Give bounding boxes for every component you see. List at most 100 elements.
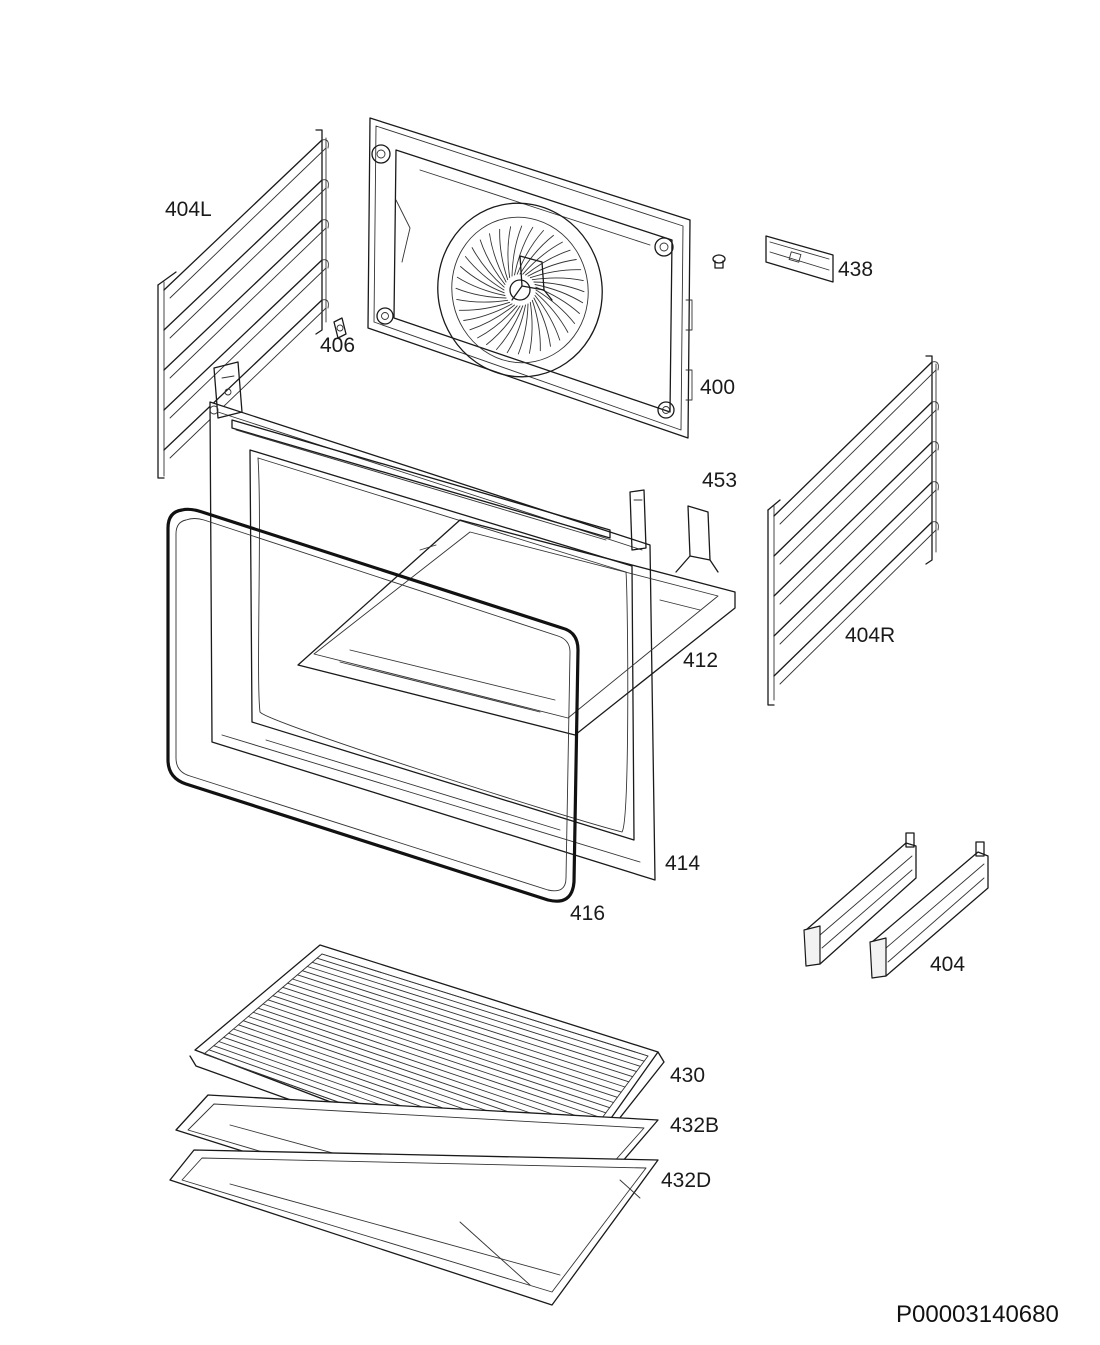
part-412-inner-frame (297, 255, 736, 736)
line-art (469, 304, 515, 331)
line-art (321, 953, 649, 1057)
label-438: 438 (838, 258, 873, 281)
line-art (499, 228, 509, 281)
line-art (463, 303, 513, 321)
line-art (163, 299, 323, 451)
line-art (316, 957, 645, 1062)
line-art (773, 401, 933, 557)
line-art (321, 179, 329, 189)
line-art (529, 269, 582, 279)
line-art (163, 219, 323, 371)
line-art (773, 521, 933, 677)
line-art (458, 301, 511, 311)
line-art (525, 249, 571, 276)
line-art (931, 441, 939, 451)
line-art (257, 1007, 599, 1124)
line-art (519, 234, 554, 275)
label-453: 453 (702, 469, 737, 492)
line-art (773, 361, 933, 517)
part-404R-right-shelf-support (767, 355, 939, 706)
line-art (169, 227, 327, 379)
line-art (321, 299, 329, 309)
line-art (311, 961, 641, 1067)
line-art (534, 295, 561, 341)
line-art (522, 241, 563, 275)
line-art (533, 297, 551, 347)
part-400-rear-panel (367, 117, 693, 439)
line-art (931, 401, 939, 411)
line-art (460, 266, 505, 294)
line-art (455, 287, 507, 299)
line-art (779, 529, 937, 685)
label-432D: 432D (661, 1169, 711, 1192)
line-art (506, 304, 526, 354)
line-art (511, 225, 523, 277)
line-art (535, 289, 576, 324)
part-432D-deep-tray (169, 1149, 659, 1306)
line-art (516, 230, 544, 275)
line-art (282, 986, 618, 1098)
part-438-bracket (765, 235, 834, 283)
line-art (321, 139, 329, 149)
line-art (486, 305, 521, 346)
part-404L-left-shelf-support (157, 129, 329, 479)
document-code: P00003140680 (896, 1301, 1059, 1328)
line-art (479, 239, 506, 285)
line-art (531, 299, 541, 352)
line-art (779, 369, 937, 525)
label-406: 406 (320, 334, 355, 357)
label-430: 430 (670, 1064, 705, 1087)
line-art (272, 995, 611, 1109)
line-art (169, 187, 327, 339)
line-art (533, 281, 585, 293)
line-art (262, 1003, 603, 1119)
line-art (534, 284, 584, 304)
label-416: 416 (570, 902, 605, 925)
line-art (779, 449, 937, 605)
line-art (252, 1011, 595, 1129)
part-406-clip (333, 317, 347, 339)
line-art (535, 292, 569, 333)
line-art (267, 999, 607, 1114)
label-404: 404 (930, 953, 965, 976)
line-art (306, 966, 637, 1072)
line-art (779, 409, 937, 565)
line-art (456, 276, 506, 296)
label-412: 412 (683, 649, 718, 672)
line-art (931, 361, 939, 371)
line-art (287, 982, 622, 1093)
label-432B: 432B (670, 1114, 719, 1137)
line-art (464, 256, 505, 291)
line-art (321, 219, 329, 229)
line-art (301, 970, 634, 1078)
part-404-telescopic-runners (803, 832, 989, 979)
line-art (773, 441, 933, 597)
label-404L: 404L (165, 198, 212, 221)
part-416-door-seal (166, 507, 580, 903)
line-art (477, 305, 518, 339)
line-art (931, 481, 939, 491)
line-art (527, 259, 577, 277)
line-art (163, 259, 323, 411)
fan-cover (437, 202, 603, 378)
line-art (496, 305, 524, 350)
label-404R: 404R (845, 624, 895, 647)
line-art (517, 303, 529, 355)
line-art (931, 521, 939, 531)
part-414-cavity-frame (209, 361, 656, 881)
line-art (169, 147, 327, 299)
line-art (779, 489, 937, 645)
line-art (296, 974, 630, 1083)
line-art (531, 277, 584, 282)
line-art (321, 259, 329, 269)
label-414: 414 (665, 852, 700, 875)
line-art (277, 991, 614, 1103)
line-art (489, 233, 507, 283)
part-labels: 404L 406 438 400 453 404R 412 414 416 40… (165, 198, 965, 1192)
part-453-screw (712, 254, 726, 269)
line-art (456, 298, 509, 303)
line-art (169, 307, 327, 459)
line-art (292, 978, 626, 1088)
line-art (471, 247, 505, 288)
line-art (163, 179, 323, 331)
